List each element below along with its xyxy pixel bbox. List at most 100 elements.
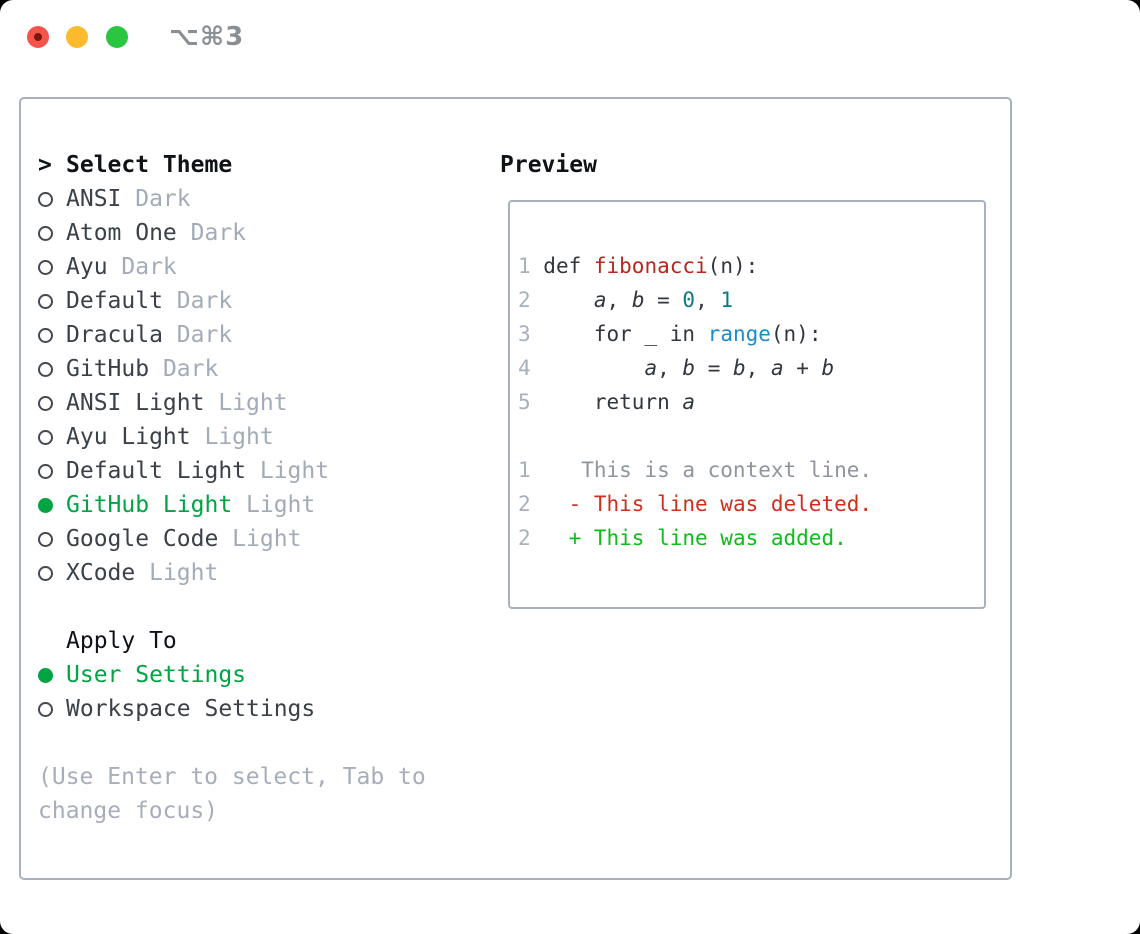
theme-option-github-light[interactable]: GitHub Light Light [38,488,426,522]
theme-label: Default Dark [66,288,232,314]
radio-icon [38,702,53,717]
token-plain: + [783,356,822,380]
theme-name: Ayu [66,254,108,280]
token-num: 0 [682,288,696,312]
hint-text: change focus) [38,794,426,828]
token-builtin: range [707,322,771,346]
theme-label: Google Code Light [66,526,301,552]
window-title: ⌥⌘3 [169,22,245,52]
theme-option-google-code[interactable]: Google Code Light [38,522,426,556]
theme-option-default[interactable]: Default Dark [38,284,426,318]
label: Apply To [66,628,177,654]
token-func: fibonacci [593,254,708,278]
line-number: 1 [518,458,582,482]
label: Select Theme [66,152,233,178]
radio-marker [38,488,66,522]
radio-marker [38,420,66,454]
token-context: This is a context line. [581,458,873,482]
theme-name: GitHub Light [66,492,233,518]
theme-option-ansi[interactable]: ANSI Dark [38,182,426,216]
theme-name: XCode [66,560,136,586]
theme-label: Ayu Dark [66,254,177,280]
theme-name: ANSI Light [66,390,205,416]
radio-marker [38,216,66,250]
token-var: a [593,288,607,312]
blank-line [518,419,984,453]
radio-marker [38,284,66,318]
token-plain: = [644,288,683,312]
apply-to-heading: Apply To [38,624,426,658]
theme-label: Default Light Light [66,458,329,484]
close-button[interactable] [27,26,49,48]
token-var: b [682,356,696,380]
line-number: 3 [518,322,544,346]
token-plain: (n): [707,254,759,278]
radio-marker [38,454,66,488]
theme-name: Atom One [66,220,177,246]
preview-heading: Preview [500,152,597,178]
token-var: b [733,356,746,380]
diff-deleted-line: 2 - This line was deleted. [518,487,984,521]
apply-option-workspace-settings[interactable]: Workspace Settings [38,692,426,726]
radio-marker [38,522,66,556]
line-number: 4 [518,356,544,380]
theme-option-github[interactable]: GitHub Dark [38,352,426,386]
theme-option-default-light[interactable]: Default Light Light [38,454,426,488]
titlebar: ⌥⌘3 [0,0,1140,75]
code-line: 3 for _ in range(n): [518,317,984,351]
line-number: 2 [518,492,569,516]
token-plain: , [695,288,721,312]
theme-variant-label: Light [135,560,219,586]
hint-line: change focus) [38,798,219,824]
theme-name: Default Light [66,458,247,484]
radio-icon [38,294,53,309]
theme-label: ANSI Dark [66,186,191,212]
theme-label: GitHub Dark [66,356,218,382]
theme-variant-label: Dark [121,186,191,212]
theme-label: XCode Light [66,560,218,586]
token-plain [543,356,644,380]
theme-label: Atom One Dark [66,220,246,246]
theme-option-atom-one[interactable]: Atom One Dark [38,216,426,250]
token-var: b [631,288,645,312]
token-plain: = [695,356,733,380]
theme-name: Dracula [66,322,163,348]
token-plain: (n): [770,322,822,346]
token-plain: def [543,254,594,278]
apply-option-user-settings[interactable]: User Settings [38,658,426,692]
theme-option-xcode[interactable]: XCode Light [38,556,426,590]
theme-label: GitHub Light Light [66,492,315,518]
zoom-button[interactable] [106,26,128,48]
token-plain [543,288,594,312]
theme-label: ANSI Light Light [66,390,288,416]
token-plain: , [606,288,632,312]
minimize-button[interactable] [66,26,88,48]
theme-variant-label: Light [246,458,330,484]
theme-variant-label: Light [232,492,316,518]
token-var: a [682,390,696,414]
radio-marker [38,318,66,352]
radio-marker [38,250,66,284]
token-num: 1 [720,288,734,312]
theme-name: Ayu Light [66,424,191,450]
code-line: 4 a, b = b, a + b [518,351,984,385]
radio-marker [38,658,66,692]
line-number: 5 [518,390,544,414]
theme-variant-label: Light [204,390,288,416]
token-var: b [821,356,835,380]
theme-option-ansi-light[interactable]: ANSI Light Light [38,386,426,420]
radio-icon [38,566,53,581]
radio-icon [38,396,53,411]
token-added: + This line was added. [568,526,847,550]
theme-option-ayu[interactable]: Ayu Dark [38,250,426,284]
hint-text: (Use Enter to select, Tab to [38,760,426,794]
radio-marker [38,386,66,420]
diff-context-line: 1 This is a context line. [518,453,984,487]
unsaved-dot-icon [34,33,42,41]
theme-option-ayu-light[interactable]: Ayu Light Light [38,420,426,454]
theme-option-dracula[interactable]: Dracula Dark [38,318,426,352]
